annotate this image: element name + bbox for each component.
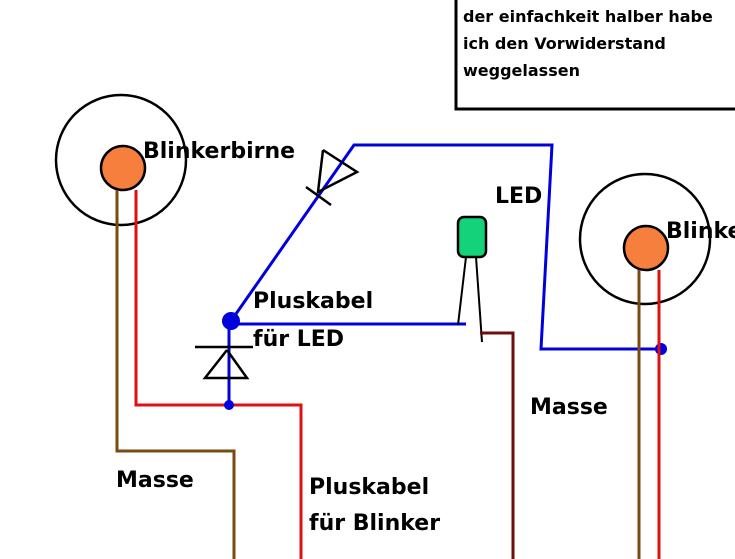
led-component bbox=[456, 215, 488, 343]
junction-plus-blinker-left bbox=[224, 400, 234, 410]
wire-plus-blinker-left bbox=[134, 190, 303, 559]
junction-plus-led bbox=[222, 312, 240, 330]
led-body bbox=[456, 215, 488, 259]
wire-led-masse bbox=[480, 331, 515, 559]
label-pluskabel-blinker-1: Pluskabel bbox=[309, 475, 429, 500]
note-line-3: weggelassen bbox=[463, 61, 580, 80]
wire-plus-led-diagonal bbox=[229, 143, 661, 351]
label-blinkerbirne-left: Blinkerbirne bbox=[143, 139, 295, 164]
label-masse-left: Masse bbox=[116, 468, 194, 493]
label-blinkerbirne-right: Blinkerbirne bbox=[666, 219, 735, 244]
led-leg-anode bbox=[457, 256, 467, 326]
label-pluskabel-blinker-2: für Blinker bbox=[309, 511, 440, 536]
label-pluskabel-led-2: für LED bbox=[253, 327, 344, 352]
left-blinker-bulb bbox=[54, 93, 188, 227]
right-blinker-bulb bbox=[578, 172, 712, 306]
bulb-housing-right bbox=[578, 172, 712, 306]
label-masse-right: Masse bbox=[530, 395, 608, 420]
bulb-right bbox=[622, 224, 670, 272]
label-led: LED bbox=[495, 184, 542, 209]
bulb-left bbox=[99, 144, 147, 192]
junction-right bbox=[655, 343, 667, 355]
wire-masse-left bbox=[115, 190, 236, 559]
note-line-2: ich den Vorwiderstand bbox=[463, 34, 666, 53]
led-leg-cathode bbox=[475, 256, 483, 343]
diode-upper bbox=[305, 148, 360, 207]
label-pluskabel-led-1: Pluskabel bbox=[253, 289, 373, 314]
diode-lower bbox=[195, 345, 253, 380]
note-line-1: der einfachkeit halber habe bbox=[463, 7, 713, 26]
note-box: der einfachkeit halber habe ich den Vorw… bbox=[454, 0, 735, 111]
bulb-housing-left bbox=[54, 93, 188, 227]
